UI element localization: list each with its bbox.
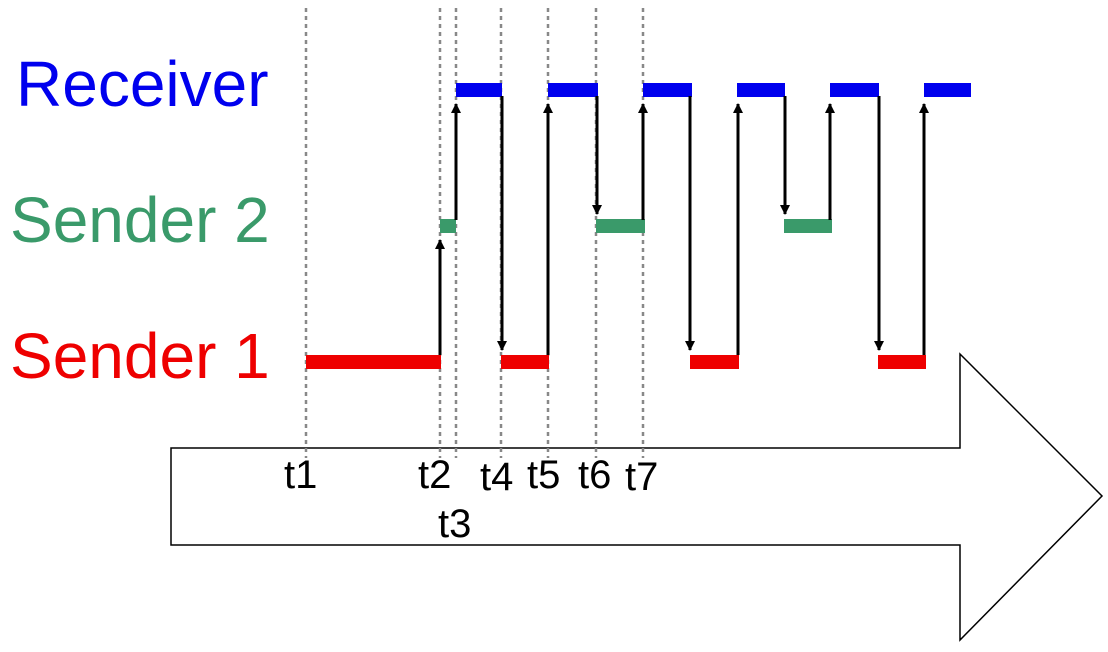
sender2-label: Sender 2: [10, 184, 270, 256]
time-label-t1: t1: [284, 453, 317, 497]
time-label-t3: t3: [438, 502, 471, 546]
time-label-t5: t5: [527, 453, 560, 497]
time-label-t6: t6: [578, 453, 611, 497]
time-label-t2: t2: [418, 453, 451, 497]
receiver-label: Receiver: [16, 48, 269, 120]
time-arrow-shape: [170, 352, 1104, 642]
time-label-t7: t7: [625, 455, 658, 499]
sender1-label: Sender 1: [10, 320, 270, 392]
message-arrows: [435, 96, 929, 355]
time-label-t4: t4: [480, 455, 513, 499]
time-guides: [304, 8, 645, 458]
